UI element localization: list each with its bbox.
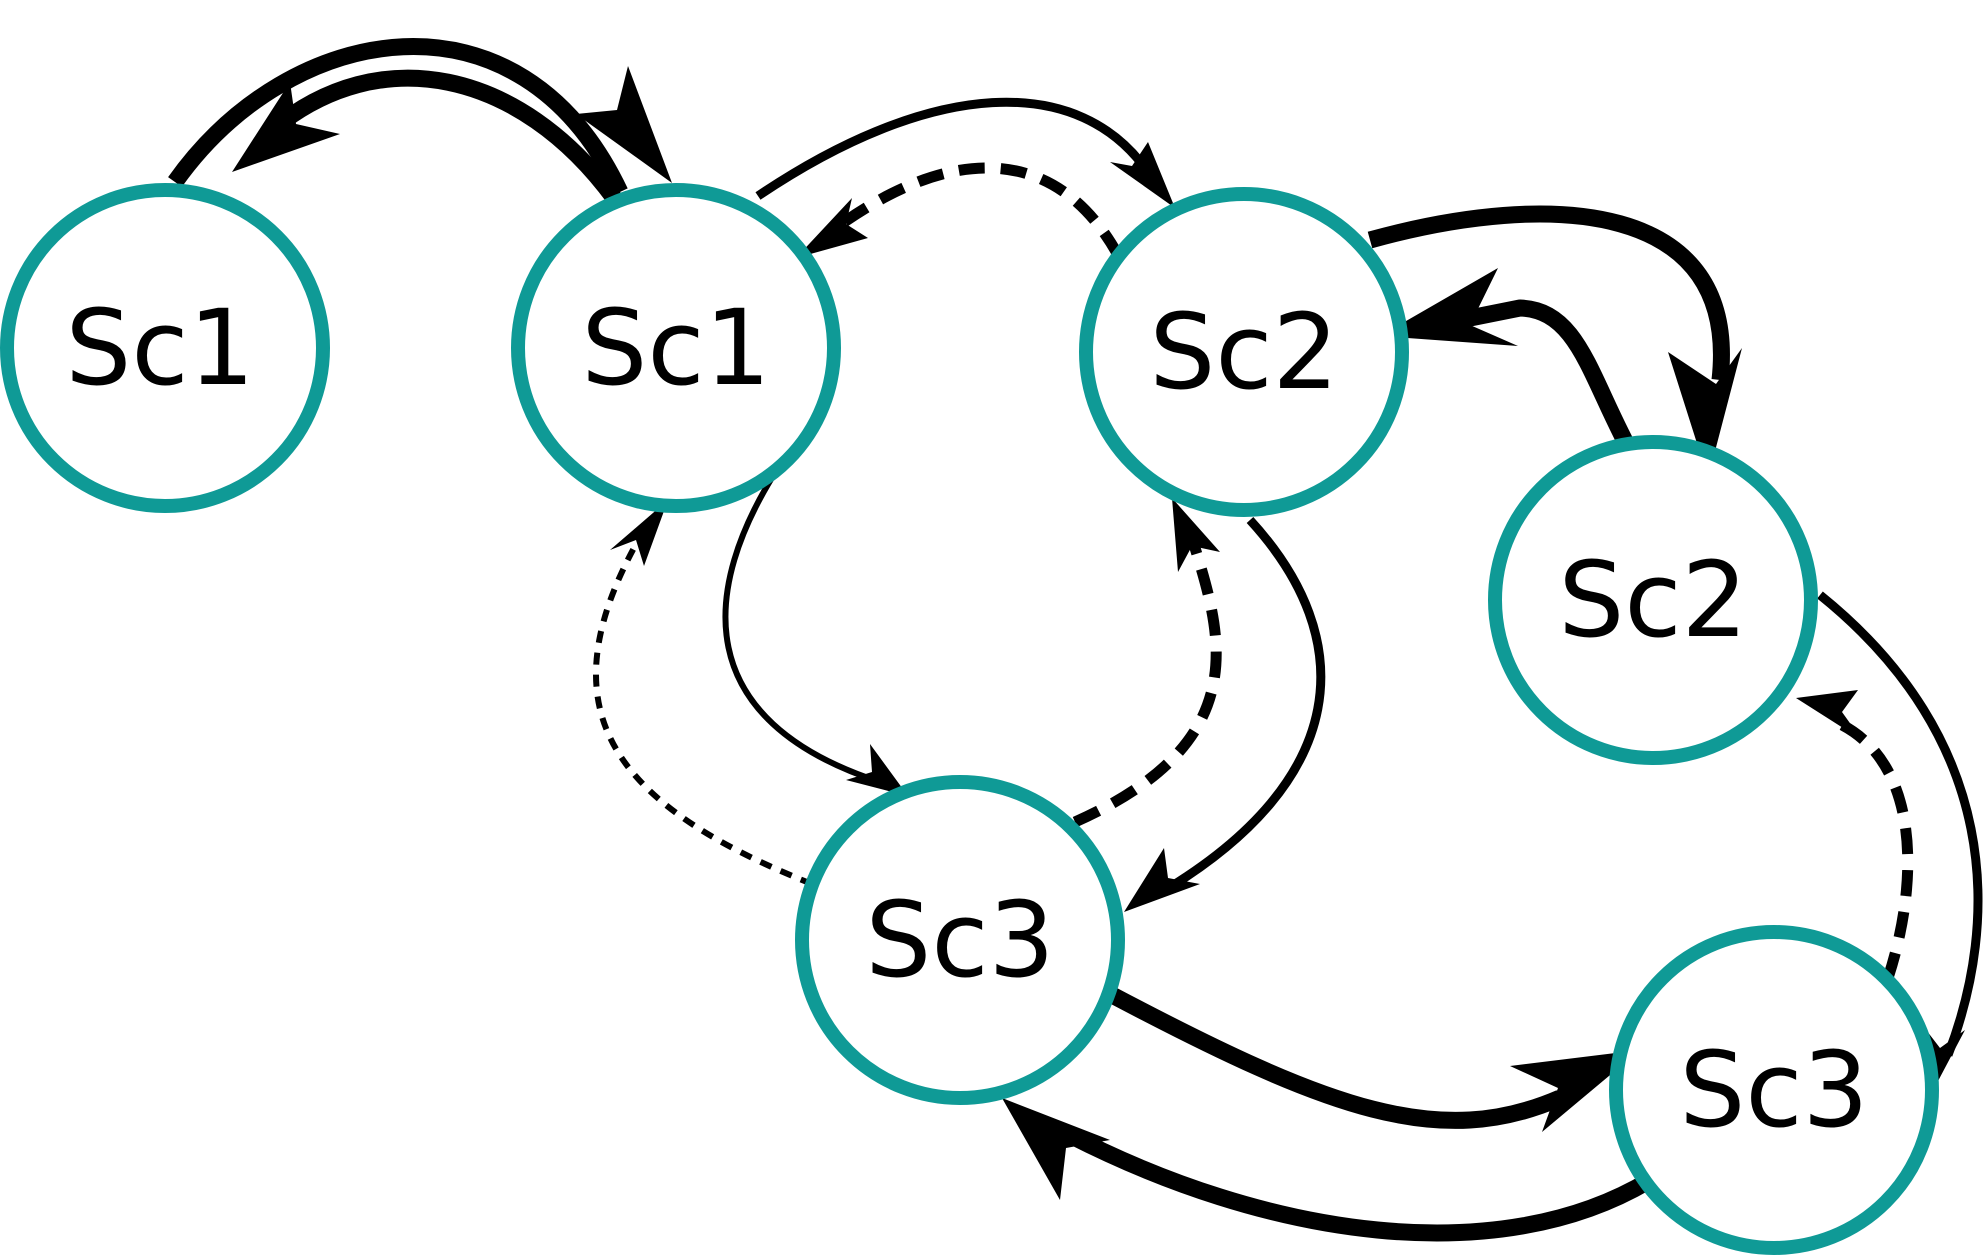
state-node-sc1-left: Sc1 — [0, 183, 330, 513]
edges — [168, 38, 1983, 1242]
state-node-label: Sc3 — [1679, 1029, 1868, 1151]
state-node-ring — [511, 183, 841, 513]
state-node-label: Sc2 — [1149, 291, 1338, 413]
arrowhead-n2-to-n1 — [232, 82, 340, 172]
arrowhead-n3-to-n2 — [796, 198, 868, 258]
edge-n3-to-n4 — [1367, 205, 1730, 381]
edge-n4-to-n6 — [1817, 591, 1983, 1057]
edge-n4-to-n3 — [1448, 299, 1643, 465]
state-node-ring — [1079, 187, 1409, 517]
state-node-label: Sc1 — [581, 287, 770, 409]
arrowhead-n3-to-n5 — [1124, 848, 1200, 912]
nodes: Sc1 Sc1 Sc2 Sc2 Sc3 Sc3 — [0, 183, 1939, 1255]
edge-n3-to-n5 — [1159, 516, 1326, 896]
state-node-sc2-right: Sc2 — [1488, 435, 1818, 765]
state-node-label: Sc2 — [1558, 539, 1747, 661]
edge-n6-to-n4 — [1833, 716, 1914, 980]
arrowhead-n5-to-n6 — [1510, 1050, 1640, 1132]
state-node-sc2-center: Sc2 — [1079, 187, 1409, 517]
state-node-sc3-center: Sc3 — [795, 775, 1125, 1105]
edge-n2-to-n5 — [722, 466, 881, 785]
arrowhead-n1-to-n2 — [576, 66, 672, 183]
state-node-sc3-right: Sc3 — [1609, 925, 1939, 1255]
arrowhead-n6-to-n4 — [1796, 690, 1862, 740]
state-node-label: Sc3 — [865, 879, 1054, 1001]
edge-n5-to-n6 — [1108, 987, 1564, 1129]
state-node-ring — [1609, 925, 1939, 1255]
arrowhead-n5-to-n3 — [1172, 498, 1220, 572]
edge-n6-to-n5 — [1056, 1122, 1655, 1242]
arrowhead-n6-to-n5 — [1002, 1098, 1110, 1200]
arrowhead-n2-to-n5 — [846, 744, 908, 796]
edge-n5-to-n2 — [593, 518, 814, 887]
edge-n3-to-n2 — [836, 162, 1123, 258]
edge-n5-to-n3 — [1072, 536, 1222, 828]
state-node-ring — [795, 775, 1125, 1105]
edge-n2-to-n3 — [755, 97, 1154, 200]
arrowhead-n5-to-n2 — [610, 500, 668, 566]
edge-n1-to-n2 — [168, 38, 628, 196]
state-node-ring — [0, 183, 330, 513]
arrowhead-n3-to-n4 — [1668, 348, 1742, 478]
state-node-ring — [1488, 435, 1818, 765]
arrowhead-n2-to-n3 — [1110, 142, 1175, 208]
edge-n2-to-n1 — [266, 69, 621, 204]
state-node-label: Sc1 — [65, 287, 254, 409]
arrowhead-n4-to-n3 — [1380, 268, 1518, 346]
state-node-sc1-center: Sc1 — [511, 183, 841, 513]
